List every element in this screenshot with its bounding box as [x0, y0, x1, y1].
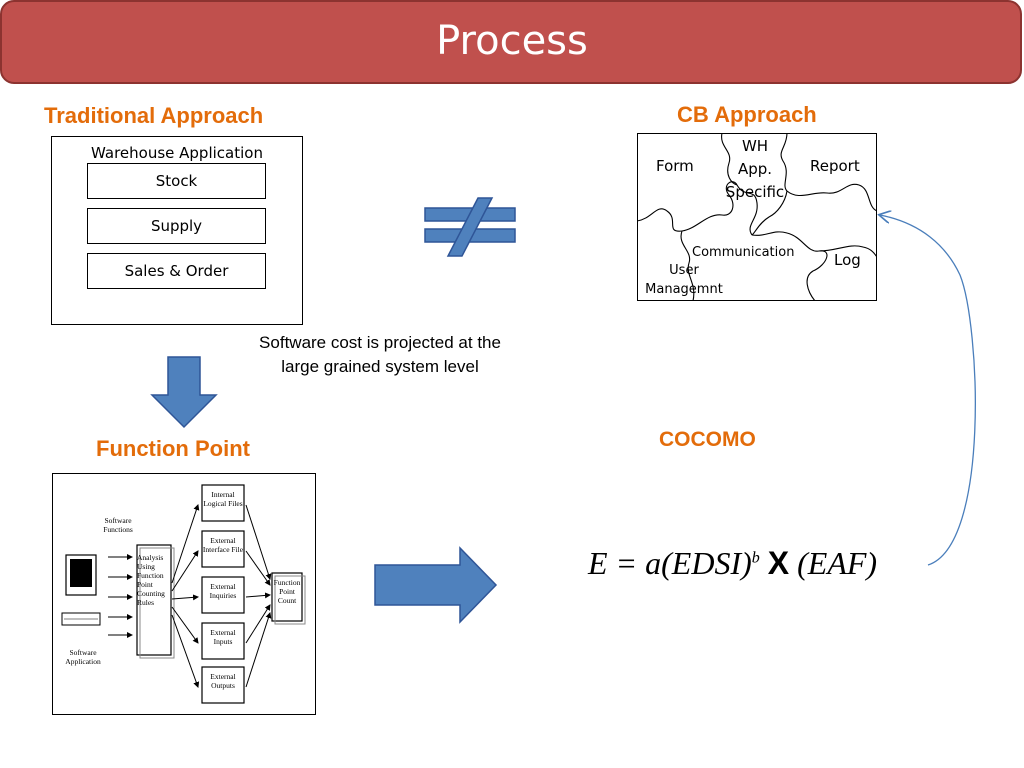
- right-arrow-icon: [374, 546, 498, 624]
- wh-line2: App.: [737, 160, 773, 178]
- component-eo: External Outputs: [210, 672, 236, 690]
- warehouse-label: Warehouse Application: [91, 144, 263, 162]
- user-management-piece: User Managemnt: [640, 261, 728, 299]
- formula-exponent: b: [751, 549, 760, 567]
- communication-piece: Communication: [692, 245, 795, 260]
- formula-left: E = a(EDSI): [588, 545, 752, 581]
- cost-note: Software cost is projected at the large …: [220, 331, 540, 379]
- cost-note-line1: Software cost is projected at the: [259, 333, 501, 352]
- puzzle-icon: [637, 133, 877, 301]
- wh-line1: WH: [741, 137, 769, 155]
- software-functions-label: Software Functions: [103, 516, 133, 534]
- report-piece: Report: [810, 157, 860, 175]
- component-eq: External Inquiries: [209, 582, 237, 600]
- wh-app-specific-piece: WH App. Specific: [718, 135, 792, 204]
- component-ilf: Internal Logical Files: [203, 490, 243, 508]
- form-piece: Form: [656, 157, 694, 175]
- connector-curve: [870, 205, 976, 566]
- down-arrow-icon: [150, 356, 218, 429]
- software-application-label: Software Application: [65, 648, 101, 666]
- analysis-label: Analysis Using Function Point Counting R…: [137, 553, 165, 607]
- traditional-heading: Traditional Approach: [44, 103, 264, 128]
- component-eif: External Interface File: [202, 536, 244, 554]
- module-supply: Supply: [87, 208, 266, 244]
- formula-right: (EAF): [797, 545, 878, 581]
- function-point-count-label: Function Point Count: [273, 578, 301, 605]
- warehouse-box: [51, 136, 303, 325]
- user-line2: Managemnt: [645, 282, 723, 297]
- formula-x: X: [767, 545, 790, 581]
- cost-note-line2: large grained system level: [281, 357, 479, 376]
- module-sales-order: Sales & Order: [87, 253, 266, 289]
- module-stock: Stock: [87, 163, 266, 199]
- wh-line3: Specific: [725, 183, 785, 201]
- slide-title: Process: [436, 18, 588, 64]
- cocomo-formula: E = a(EDSI)b X (EAF): [588, 545, 877, 582]
- cb-heading: CB Approach: [677, 102, 817, 127]
- log-piece: Log: [834, 251, 861, 269]
- not-equal-icon: [424, 197, 516, 257]
- user-line1: User: [669, 263, 699, 278]
- puzzle-box: [637, 133, 877, 301]
- component-ei: External Inputs: [210, 628, 236, 646]
- cocomo-heading: COCOMO: [659, 428, 756, 451]
- title-bar: [0, 0, 1022, 84]
- function-point-heading: Function Point: [96, 436, 250, 461]
- function-point-connectors: [61, 484, 306, 704]
